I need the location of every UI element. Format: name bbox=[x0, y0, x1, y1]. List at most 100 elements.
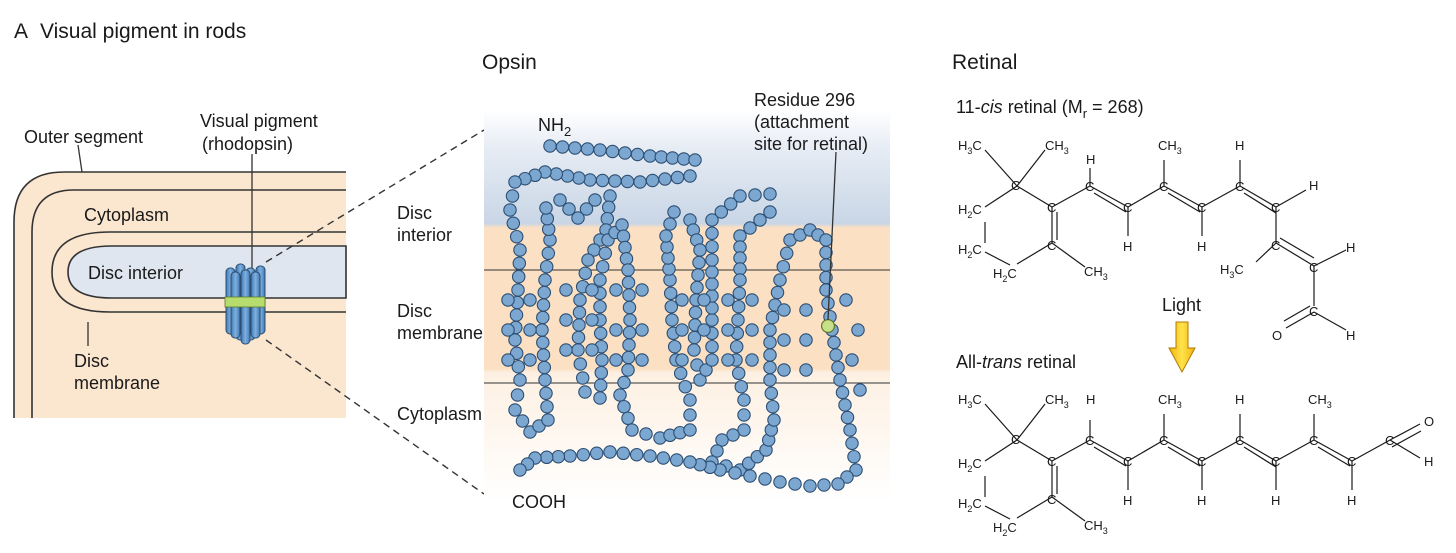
amino-acid-bead bbox=[664, 299, 679, 314]
amino-acid-bead bbox=[799, 363, 813, 377]
amino-acid-bead bbox=[523, 323, 537, 337]
amino-acid-bead bbox=[539, 450, 554, 465]
amino-acid-bead bbox=[763, 335, 777, 350]
svg-text:C: C bbox=[1197, 454, 1206, 469]
svg-text:H: H bbox=[1309, 178, 1318, 193]
amino-acid-bead bbox=[748, 188, 762, 202]
amino-acid-bead bbox=[620, 174, 635, 189]
svg-text:C: C bbox=[1271, 200, 1280, 215]
zoom-line-top bbox=[265, 129, 485, 263]
amino-acid-bead bbox=[799, 303, 813, 317]
svg-text:C: C bbox=[1047, 454, 1056, 469]
svg-text:H: H bbox=[1235, 392, 1244, 407]
amino-acid-bead bbox=[758, 472, 772, 486]
amino-acid-bead bbox=[559, 283, 573, 297]
amino-acid-bead bbox=[839, 293, 853, 307]
amino-acid-bead bbox=[715, 433, 729, 447]
amino-acid-bead bbox=[539, 201, 553, 215]
svg-text:H2C: H2C bbox=[993, 520, 1017, 538]
svg-text:C: C bbox=[1235, 179, 1244, 194]
svg-text:CH3: CH3 bbox=[1084, 264, 1108, 282]
nh2-label: NH2 bbox=[538, 115, 571, 139]
amino-acid-bead bbox=[505, 189, 520, 203]
amino-acid-bead bbox=[683, 169, 697, 183]
amino-acid-bead bbox=[509, 308, 524, 322]
cooh-label: COOH bbox=[512, 492, 566, 512]
amino-acid-bead bbox=[733, 273, 747, 287]
trans-retinal-atoms: H3C CH3 C H2C C H2C C H2C CH3 H C C H CH… bbox=[958, 392, 1434, 538]
svg-text:H: H bbox=[1271, 493, 1280, 508]
amino-acid-bead bbox=[776, 259, 791, 274]
amino-acid-bead bbox=[777, 363, 791, 377]
amino-acid-bead bbox=[629, 447, 644, 462]
svg-text:H: H bbox=[1123, 493, 1132, 508]
svg-text:C: C bbox=[1235, 433, 1244, 448]
amino-acid-bead bbox=[733, 189, 747, 203]
amino-acid-bead bbox=[508, 333, 522, 347]
amino-acid-bead bbox=[693, 243, 707, 257]
amino-acid-bead bbox=[728, 466, 742, 480]
amino-acid-bead bbox=[537, 360, 552, 375]
amino-acid-bead bbox=[622, 325, 637, 340]
amino-acid-bead bbox=[763, 205, 777, 219]
amino-acid-bead bbox=[559, 313, 573, 327]
amino-acid-bead bbox=[609, 323, 623, 337]
svg-text:H: H bbox=[1235, 138, 1244, 153]
amino-acid-bead bbox=[697, 293, 711, 307]
rhodopsin-label: (rhodopsin) bbox=[202, 134, 293, 154]
panel-letter: A bbox=[14, 20, 28, 43]
amino-acid-bead bbox=[714, 205, 729, 219]
amino-acid-bead bbox=[539, 259, 554, 274]
amino-acid-bead bbox=[667, 205, 681, 219]
amino-acid-bead bbox=[536, 298, 551, 312]
amino-acid-bead bbox=[745, 293, 759, 307]
amino-acid-bead bbox=[618, 240, 632, 255]
amino-acid-bead bbox=[675, 293, 689, 307]
amino-acid-bead bbox=[763, 348, 777, 362]
amino-acid-bead bbox=[523, 293, 537, 307]
amino-acid-bead bbox=[508, 175, 522, 189]
amino-acid-bead bbox=[673, 366, 688, 381]
amino-acid-bead bbox=[705, 226, 719, 241]
amino-acid-bead bbox=[777, 333, 791, 347]
amino-acid-bead bbox=[510, 388, 525, 402]
residue-296-bead bbox=[820, 319, 835, 334]
svg-text:H: H bbox=[1346, 240, 1355, 255]
amino-acid-bead bbox=[613, 388, 627, 402]
amino-acid-bead bbox=[575, 371, 590, 385]
amino-acid-bead bbox=[509, 229, 524, 244]
amino-acid-bead bbox=[819, 233, 833, 247]
zoom-line-bottom bbox=[265, 339, 485, 495]
amino-acid-bead bbox=[621, 350, 636, 365]
opsin-disc-interior-2: interior bbox=[397, 225, 452, 245]
amino-acid-bead bbox=[721, 323, 735, 337]
amino-acid-bead bbox=[731, 299, 746, 314]
amino-acid-bead bbox=[726, 428, 740, 442]
svg-text:H: H bbox=[1086, 152, 1095, 167]
amino-acid-bead bbox=[819, 245, 833, 260]
amino-acid-bead bbox=[705, 253, 719, 267]
amino-acid-bead bbox=[705, 339, 719, 354]
amino-acid-bead bbox=[585, 343, 599, 357]
amino-acid-bead bbox=[593, 273, 607, 287]
amino-acid-bead bbox=[536, 310, 550, 325]
amino-acid-bead bbox=[541, 246, 556, 261]
amino-acid-bead bbox=[803, 479, 817, 493]
svg-text:H2C: H2C bbox=[958, 456, 982, 474]
amino-acid-bead bbox=[705, 277, 719, 291]
amino-acid-bead bbox=[773, 273, 787, 287]
amino-acid-bead bbox=[853, 383, 867, 397]
amino-acid-bead bbox=[568, 141, 582, 155]
svg-text:C: C bbox=[1123, 454, 1132, 469]
amino-acid-bead bbox=[745, 323, 759, 337]
amino-acid-bead bbox=[656, 451, 671, 465]
amino-acid-bead bbox=[777, 303, 791, 317]
trans-retinal-structure bbox=[984, 403, 1422, 522]
amino-acid-bead bbox=[654, 150, 669, 164]
amino-acid-bead bbox=[501, 293, 515, 307]
opsin-cytoplasm-label: Cytoplasm bbox=[397, 404, 482, 424]
amino-acid-bead bbox=[605, 144, 620, 159]
amino-acid-bead bbox=[563, 449, 577, 463]
svg-text:C: C bbox=[1197, 200, 1206, 215]
